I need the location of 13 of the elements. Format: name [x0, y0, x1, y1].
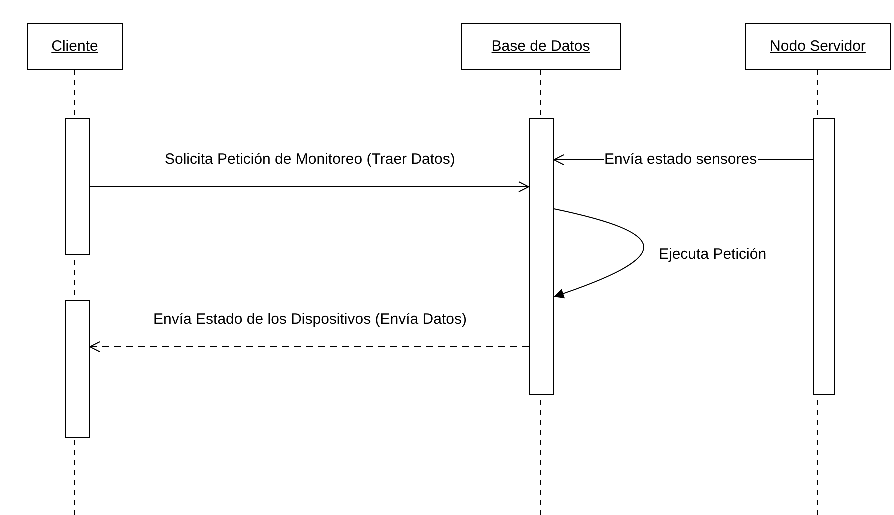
participant-box: Base de Datos — [461, 23, 621, 70]
participant-box: Cliente — [27, 23, 123, 70]
message-arrow — [554, 208, 644, 298]
message-arrow — [90, 342, 530, 352]
message-label: Envía Estado de los Dispositivos (Envía Datos) — [152, 311, 468, 329]
activation-bar — [813, 118, 835, 395]
message-label: Ejecuta Petición — [658, 246, 768, 264]
participant-box: Nodo Servidor — [745, 23, 891, 70]
message-arrow — [90, 182, 530, 192]
activation-bar — [65, 118, 90, 255]
activation-bar — [65, 300, 90, 438]
message-label: Solicita Petición de Monitoreo (Traer Datos) — [164, 151, 456, 169]
activation-bar — [529, 118, 554, 395]
